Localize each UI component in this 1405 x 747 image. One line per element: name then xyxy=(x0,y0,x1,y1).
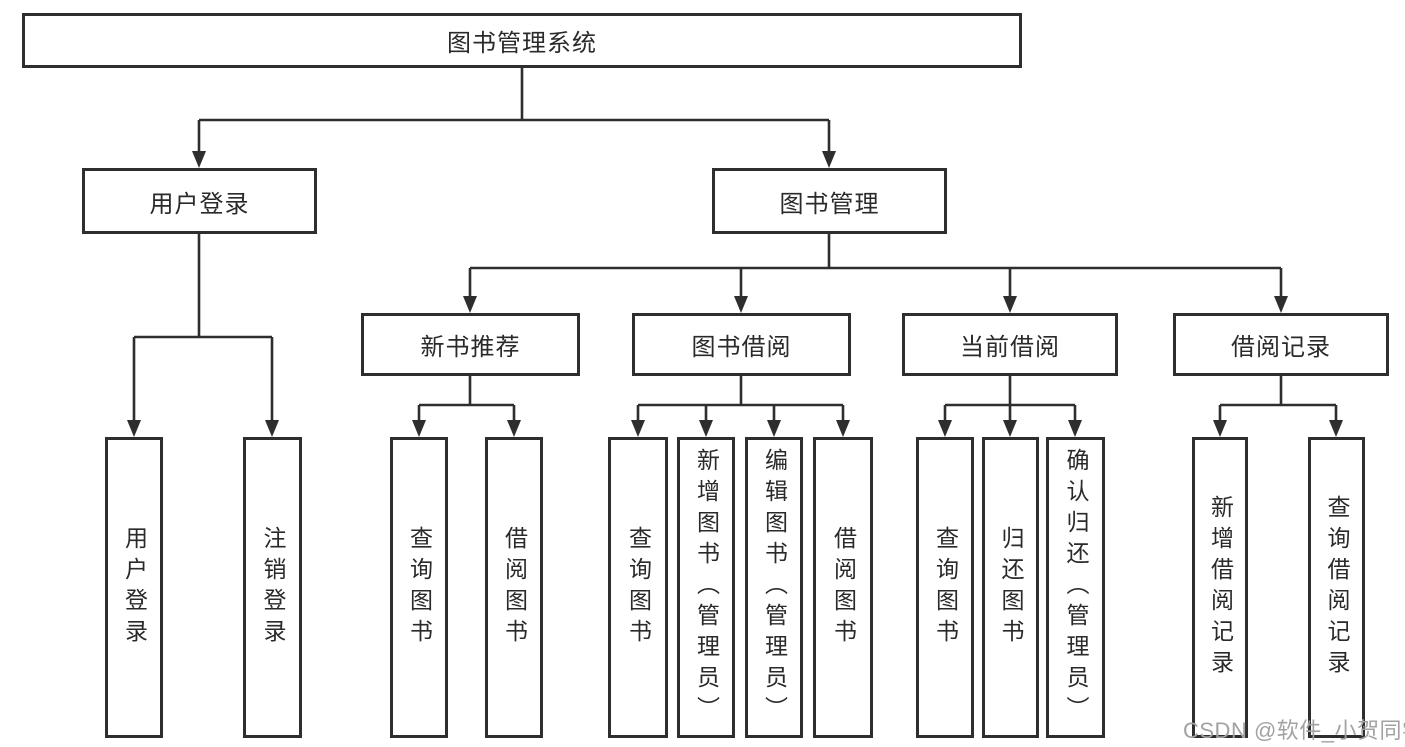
leaf-query-borrow-record-label: 查询借阅记录 xyxy=(1324,494,1350,681)
leaf-query-books-borrow-label: 查询图书 xyxy=(625,525,652,650)
connector-bookborrow-to-children xyxy=(636,376,845,422)
arrowhead xyxy=(507,420,521,437)
arrowhead xyxy=(938,420,952,437)
leaf-confirm-return-admin-label: 确认归还（管理员） xyxy=(1063,448,1089,727)
connector-borrowrecords-to-children xyxy=(1218,376,1338,422)
arrowheads xyxy=(127,151,1343,437)
arrowhead xyxy=(412,420,426,437)
arrowhead xyxy=(1213,420,1227,437)
connector-root-to-level2 xyxy=(197,68,831,153)
leaf-add-borrow-record-label: 新增借阅记录 xyxy=(1207,494,1234,681)
leaf-query-books-recommend: 查询图书 xyxy=(390,437,448,738)
arrowhead xyxy=(1003,296,1017,313)
arrowhead xyxy=(836,420,850,437)
leaf-borrow-books-recommend-label: 借阅图书 xyxy=(501,525,528,650)
leaf-user-login: 用户登录 xyxy=(105,437,163,738)
leaf-confirm-return-admin: 确认归还（管理员） xyxy=(1046,437,1105,738)
arrowhead xyxy=(767,420,781,437)
leaf-edit-books-admin-label: 编辑图书（管理员） xyxy=(761,448,788,727)
node-book-borrowing-label: 图书借阅 xyxy=(691,334,792,361)
leaf-add-borrow-record: 新增借阅记录 xyxy=(1192,437,1248,738)
arrowhead xyxy=(631,420,645,437)
leaf-query-books-current: 查询图书 xyxy=(916,437,974,738)
node-library-management-system-label: 图书管理系统 xyxy=(447,30,597,57)
csdn-watermark: CSDN @软件_小贺同学 xyxy=(1183,718,1405,743)
leaf-query-books-recommend-label: 查询图书 xyxy=(406,525,433,650)
arrowhead xyxy=(1003,420,1017,437)
arrowhead xyxy=(699,420,713,437)
node-current-borrowing: 当前借阅 xyxy=(902,313,1118,376)
node-book-management-label: 图书管理 xyxy=(779,190,880,218)
leaf-return-books: 归还图书 xyxy=(982,437,1039,738)
leaf-logout: 注销登录 xyxy=(243,437,302,738)
node-current-borrowing-label: 当前借阅 xyxy=(960,334,1060,361)
leaf-query-books-current-label: 查询图书 xyxy=(932,525,959,650)
connector-userlogin-to-children xyxy=(132,234,274,422)
connector-currentborrow-to-children xyxy=(943,376,1077,422)
arrowhead xyxy=(1274,296,1288,313)
arrowhead xyxy=(734,296,748,313)
node-borrowing-records-label: 借阅记录 xyxy=(1231,334,1331,361)
leaf-borrow-books-recommend: 借阅图书 xyxy=(485,437,543,738)
leaf-borrow-books: 借阅图书 xyxy=(813,437,873,738)
leaf-add-books-admin: 新增图书（管理员） xyxy=(677,437,735,738)
arrowhead xyxy=(463,296,477,313)
node-library-management-system: 图书管理系统 xyxy=(22,13,1022,68)
arrowhead xyxy=(265,420,279,437)
connector-newbook-to-children xyxy=(417,376,516,422)
node-user-login-label: 用户登录 xyxy=(149,190,250,218)
node-new-book-recommendation: 新书推荐 xyxy=(361,313,580,376)
leaf-query-borrow-record: 查询借阅记录 xyxy=(1308,437,1365,738)
leaf-return-books-label: 归还图书 xyxy=(998,525,1024,650)
node-borrowing-records: 借阅记录 xyxy=(1173,313,1389,376)
leaf-logout-label: 注销登录 xyxy=(260,525,286,650)
leaf-edit-books-admin: 编辑图书（管理员） xyxy=(745,437,803,738)
arrowhead xyxy=(822,151,836,168)
leaf-borrow-books-label: 借阅图书 xyxy=(830,525,857,650)
arrowhead xyxy=(1068,420,1082,437)
node-user-login: 用户登录 xyxy=(82,168,317,234)
node-book-borrowing: 图书借阅 xyxy=(632,313,851,376)
node-new-book-recommendation-label: 新书推荐 xyxy=(420,334,521,361)
leaf-add-books-admin-label: 新增图书（管理员） xyxy=(693,448,720,727)
arrowhead xyxy=(1329,420,1343,437)
connector-bookmgmt-to-level3 xyxy=(468,234,1283,298)
leaf-user-login-label: 用户登录 xyxy=(121,525,148,650)
arrowhead xyxy=(127,420,141,437)
arrowhead xyxy=(192,151,206,168)
leaf-query-books-borrow: 查询图书 xyxy=(608,437,668,738)
node-book-management: 图书管理 xyxy=(712,168,947,234)
